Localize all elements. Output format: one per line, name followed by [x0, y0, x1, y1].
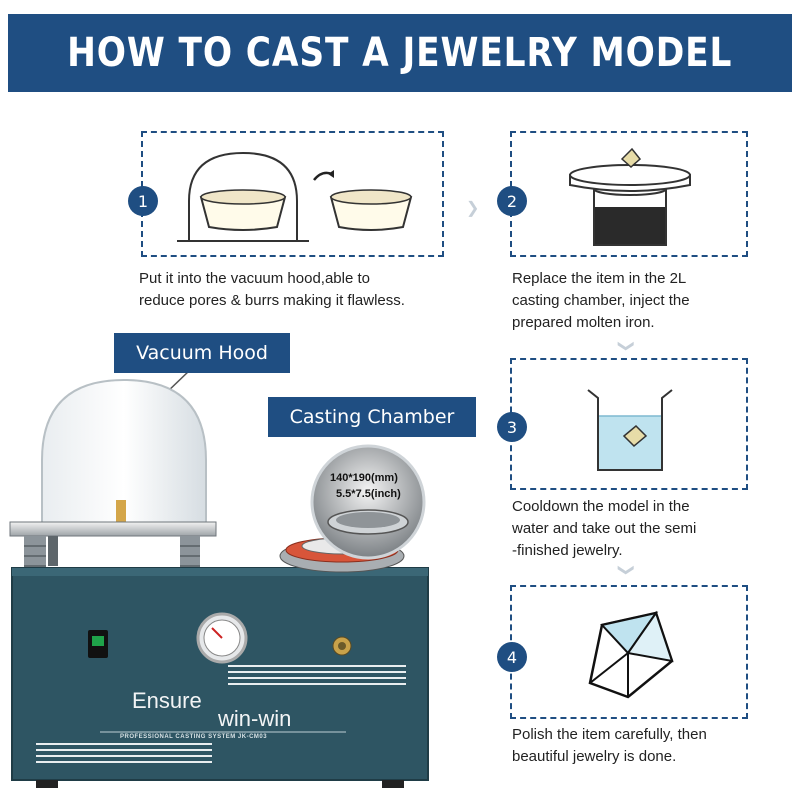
step-3-number: 3 — [497, 412, 527, 442]
casting-chamber-illustration — [569, 147, 691, 246]
step-1-number: 1 — [128, 186, 158, 216]
step-4-number: 4 — [497, 642, 527, 672]
polished-jewel-illustration — [588, 610, 674, 699]
step-2-number: 2 — [497, 186, 527, 216]
step-4-description: Polish the item carefully, then beautifu… — [512, 726, 707, 765]
machine-brand-line2: win-win — [218, 706, 292, 731]
vacuum-hood-illustration — [177, 151, 413, 242]
chamber-size-mm: 140*190(mm) — [330, 472, 398, 484]
chevron-right-icon: ❯ — [466, 200, 480, 217]
header-banner: HOW TO CAST A JEWELRY MODEL — [8, 14, 792, 92]
casting-chamber-label: Casting Chamber — [268, 397, 476, 437]
step-3-description: Cooldown the model in the water and take… — [512, 498, 697, 559]
vacuum-hood-label: Vacuum Hood — [114, 333, 290, 373]
page-title: HOW TO CAST A JEWELRY MODEL — [67, 30, 733, 76]
chamber-size-inch: 5.5*7.5(inch) — [336, 488, 401, 500]
step-1-description: Put it into the vacuum hood,able to redu… — [139, 270, 405, 309]
water-cooling-illustration — [587, 389, 673, 471]
arrow-curve-icon — [313, 170, 334, 181]
machine-brand-line1: Ensure — [132, 688, 202, 713]
machine-model-text: PROFESSIONAL CASTING SYSTEM JK-CM03 — [120, 734, 268, 740]
step-2-description: Replace the item in the 2L casting chamb… — [512, 270, 690, 331]
